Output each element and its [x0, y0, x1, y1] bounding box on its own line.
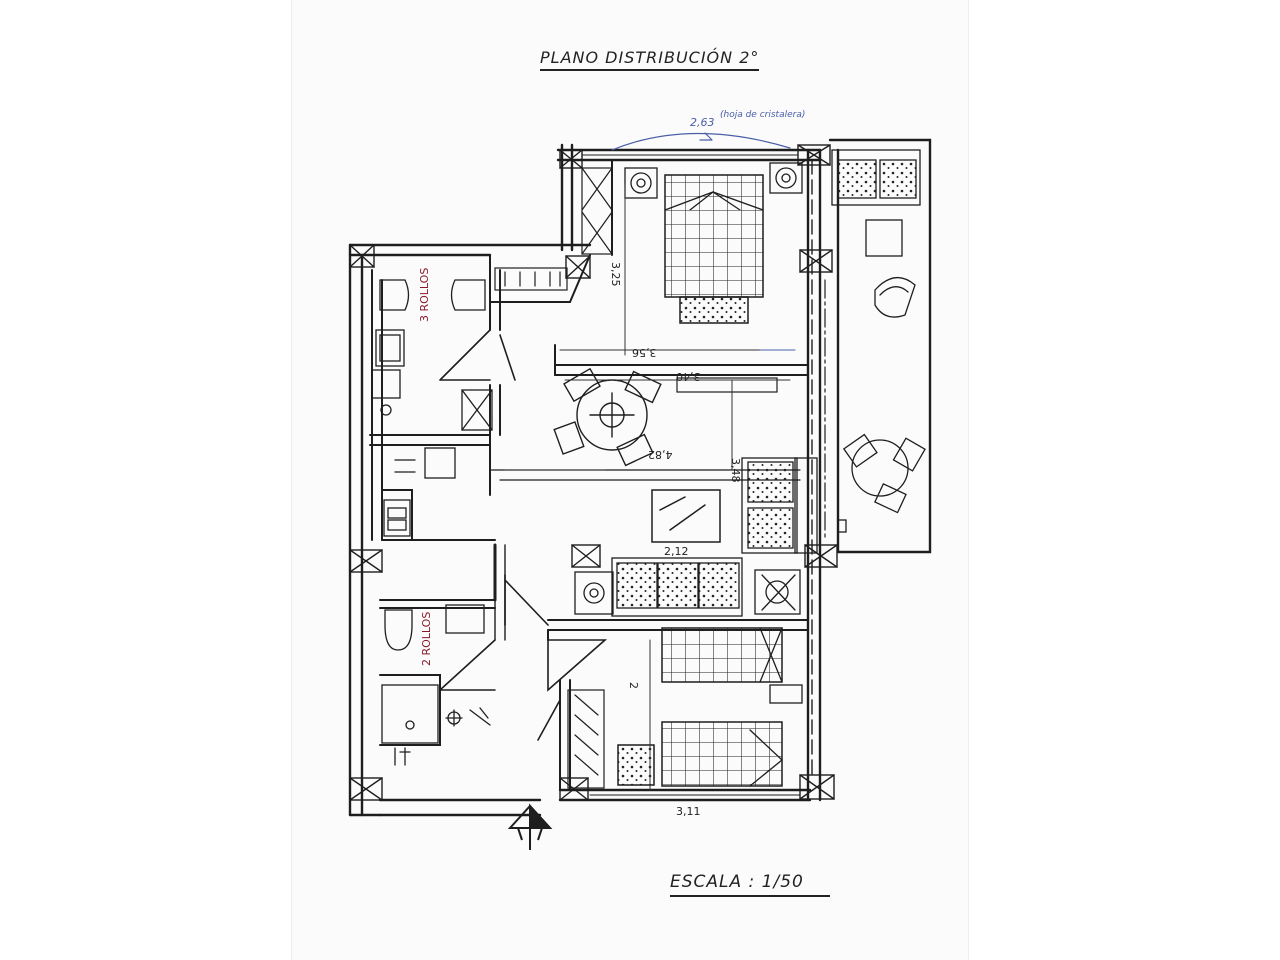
master-bed — [664, 174, 764, 324]
doors — [439, 329, 608, 741]
bathroom-2-fixtures — [381, 604, 491, 766]
dining-table — [553, 367, 662, 467]
dim-bedroom-width: 3,11 — [676, 805, 701, 818]
armchair-sofa — [741, 457, 818, 554]
corridor-wardrobe — [494, 267, 568, 291]
coffee-table — [651, 489, 721, 543]
blue-pencil-arc — [611, 132, 791, 151]
sideboard — [676, 377, 778, 393]
kitchen — [383, 447, 456, 537]
dim-bedroom-depth: 3,25 — [609, 262, 622, 287]
rolls-note-top: 3 ROLLOS — [418, 267, 431, 322]
bathroom-1-fixtures — [371, 279, 493, 431]
rolls-note-bottom: 2 ROLLOS — [420, 611, 433, 666]
twin-room-wardrobe — [567, 689, 605, 789]
side-tables — [574, 569, 801, 615]
glass-panel-note: (hoja de cristalera) — [720, 110, 806, 120]
scale-label: ESCALA : 1/50 — [670, 872, 830, 897]
dim-sofa-width: 2,12 — [664, 545, 689, 558]
plan-title: PLANO DISTRIBUCIÓN 2° — [540, 48, 760, 71]
north-arrow-icon — [507, 803, 553, 850]
dim-kitchen: 3,40 — [676, 370, 701, 383]
dim-living-width: 4,82 — [648, 448, 673, 461]
dim-living-depth: 3,48 — [729, 458, 742, 483]
three-seat-sofa — [611, 557, 743, 617]
nightstands — [624, 162, 803, 199]
glass-panel-value: 2,63 — [690, 116, 715, 129]
dim-twin-room-depth: 2 — [627, 682, 640, 689]
dimension-lines — [504, 184, 796, 791]
dim-hall-width: 3,56 — [632, 346, 657, 359]
terrace-furniture — [831, 149, 926, 533]
structural-columns — [349, 144, 838, 801]
interior-walls — [369, 154, 826, 796]
twin-beds — [617, 627, 803, 787]
bedroom-wardrobe — [581, 167, 613, 255]
